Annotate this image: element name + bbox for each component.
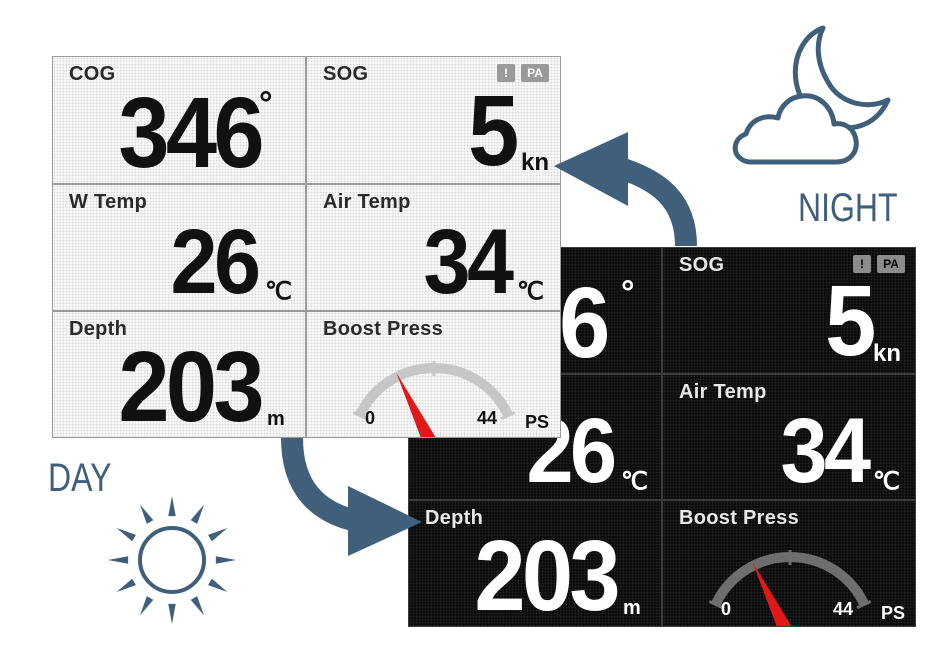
- day-wtemp-label: W Temp: [69, 191, 148, 213]
- sun-ray: [108, 556, 129, 564]
- sun-ray: [116, 578, 136, 592]
- sun-ray: [215, 556, 236, 564]
- day-pa-badge: PA: [521, 64, 549, 82]
- night-boost-label: Boost Press: [679, 507, 800, 529]
- curved-arrow-icon: [281, 437, 422, 556]
- day-gauge-tick: [500, 411, 516, 421]
- day-boost-label: Boost Press: [323, 318, 444, 340]
- sun-ray: [140, 596, 154, 616]
- day-depth-unit: m: [267, 408, 285, 430]
- night-gauge-unit: PS: [881, 603, 906, 623]
- day-mode-label: DAY: [48, 456, 112, 500]
- night-cog-value: 6: [559, 267, 611, 374]
- moon-cloud-icon: [732, 25, 891, 165]
- night-sog-label: SOG: [679, 254, 725, 276]
- night-gauge-min: 0: [721, 599, 732, 619]
- sun-ray: [208, 528, 228, 542]
- night-airtemp-label: Air Temp: [679, 381, 767, 403]
- day-airtemp-cell: Air Temp 34 ℃: [306, 184, 561, 311]
- day-airtemp-label: Air Temp: [323, 191, 411, 213]
- day-wtemp-unit: ℃: [265, 278, 292, 305]
- night-sog-unit: kn: [873, 340, 902, 367]
- sun-ray: [116, 528, 136, 542]
- sun-disc: [138, 526, 206, 594]
- night-wtemp-unit: ℃: [621, 468, 648, 495]
- night-depth-value: 203: [474, 520, 621, 627]
- night-airtemp-value: 34: [780, 400, 870, 500]
- night-boost-cell: Boost Press 0 44 PS: [662, 500, 916, 627]
- day-depth-label: Depth: [69, 318, 128, 340]
- day-cog-value: 346: [118, 77, 265, 184]
- day-gauge-needle: [396, 372, 436, 437]
- day-airtemp-unit: ℃: [517, 278, 544, 305]
- day-wtemp-value: 26: [170, 211, 260, 311]
- night-boost-gauge: [708, 550, 872, 626]
- sun-icon: [108, 496, 236, 624]
- day-depth-cell: Depth 203 m: [52, 311, 306, 438]
- day-gauge-max: 44: [477, 408, 498, 428]
- curved-arrow-icon: [554, 132, 697, 247]
- sun-ray: [168, 603, 176, 624]
- sun-ray: [208, 578, 228, 592]
- day-depth-value: 203: [118, 331, 265, 438]
- night-sog-cell: SOG ! PA 5 kn: [662, 247, 916, 374]
- day-sog-label: SOG: [323, 63, 369, 85]
- day-cog-label: COG: [69, 63, 116, 85]
- sun-ray: [190, 504, 204, 524]
- day-gauge-min: 0: [365, 408, 376, 428]
- day-cog-cell: COG 346 °: [52, 56, 306, 184]
- night-gauge-tick: [708, 600, 724, 610]
- day-sog-value: 5: [468, 75, 520, 184]
- night-airtemp-unit: ℃: [873, 468, 900, 495]
- day-airtemp-value: 34: [423, 211, 513, 311]
- night-airtemp-cell: Air Temp 34 ℃: [662, 374, 916, 500]
- night-sog-value: 5: [825, 265, 877, 374]
- sun-ray: [190, 596, 204, 616]
- night-pa-badge: PA: [877, 255, 905, 273]
- day-sog-unit: kn: [521, 149, 550, 176]
- day-cog-unit: °: [259, 85, 273, 123]
- night-depth-cell: Depth 203 m: [408, 500, 662, 627]
- day-gauge-unit: PS: [525, 412, 550, 432]
- day-boost-cell: Boost Press 0 44 PS: [306, 311, 561, 438]
- day-boost-gauge: [352, 361, 516, 437]
- day-alert-badge: !: [497, 64, 515, 82]
- night-depth-unit: m: [623, 597, 641, 619]
- day-sog-cell: SOG ! PA 5 kn: [306, 56, 561, 184]
- night-gauge-tick: [856, 600, 872, 610]
- night-depth-label: Depth: [425, 507, 484, 529]
- night-gauge-max: 44: [833, 599, 854, 619]
- day-mode-display: COG 346 ° SOG ! PA 5 kn W Temp 26 ℃ Air …: [52, 56, 561, 438]
- day-wtemp-cell: W Temp 26 ℃: [52, 184, 306, 311]
- night-cog-unit: °: [621, 274, 635, 312]
- night-alert-badge: !: [853, 255, 871, 273]
- sun-ray: [140, 504, 154, 524]
- night-gauge-needle: [752, 561, 792, 626]
- sun-ray: [168, 496, 176, 517]
- night-mode-label: NIGHT: [798, 186, 898, 230]
- day-gauge-tick: [352, 411, 368, 421]
